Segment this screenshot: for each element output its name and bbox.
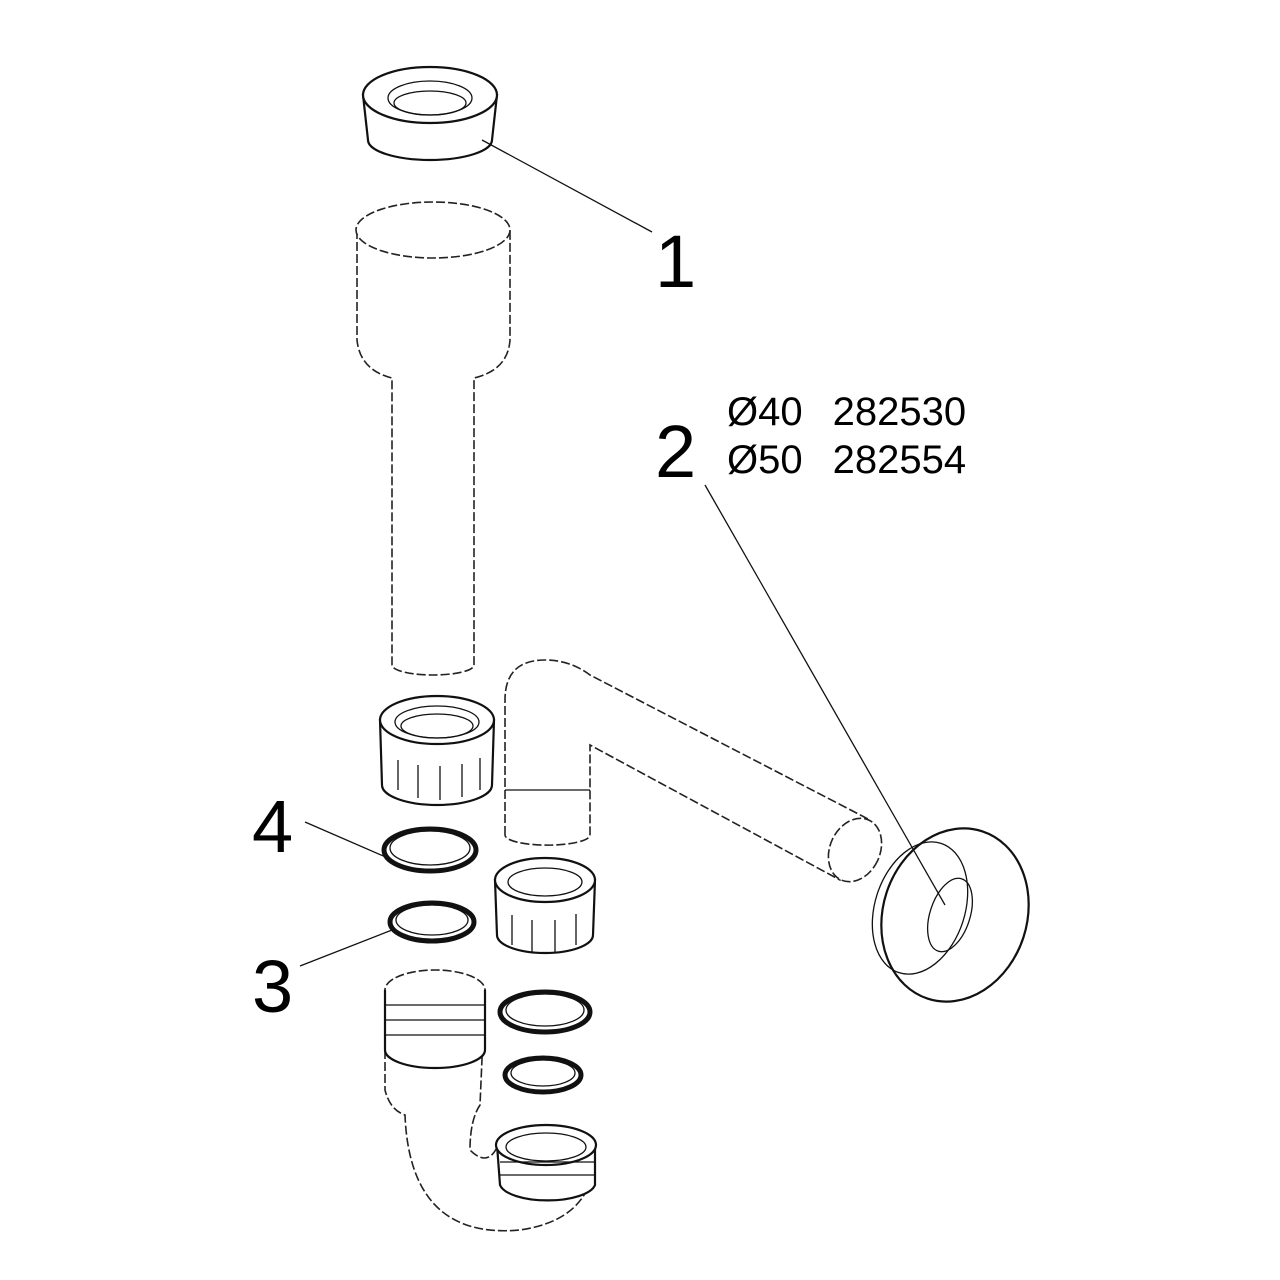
variant-row-2: Ø50 282554 — [727, 440, 966, 480]
part-4-seal-ring — [381, 826, 479, 874]
callout-4: 4 — [252, 785, 294, 868]
part-2-rosette — [871, 827, 1030, 1003]
upper-tube — [355, 201, 511, 676]
variant-article: 282554 — [832, 438, 967, 482]
variant-article: 282530 — [832, 390, 967, 434]
callout-1: 1 — [655, 220, 697, 303]
leader-line-4 — [304, 821, 389, 859]
seal-ring-lower-b — [502, 1055, 584, 1095]
leader-line-3 — [299, 929, 393, 967]
variant-diameter: Ø40 — [727, 390, 803, 434]
part-1-cap-ring — [361, 65, 499, 162]
part-3-seal-ring — [387, 900, 477, 944]
part-2-bent-pipe — [504, 659, 883, 883]
union-nut-lower — [493, 856, 597, 955]
variant-diameter: Ø50 — [727, 438, 803, 482]
leader-line-2 — [704, 484, 946, 906]
variant-row-1: Ø40 282530 — [727, 392, 966, 432]
callout-3: 3 — [252, 945, 294, 1028]
union-nut-upper — [378, 694, 496, 807]
callout-2: 2 — [655, 410, 697, 493]
trap-u-bend — [383, 969, 598, 1232]
leader-line-1 — [481, 139, 653, 233]
seal-ring-lower-a — [497, 989, 593, 1035]
